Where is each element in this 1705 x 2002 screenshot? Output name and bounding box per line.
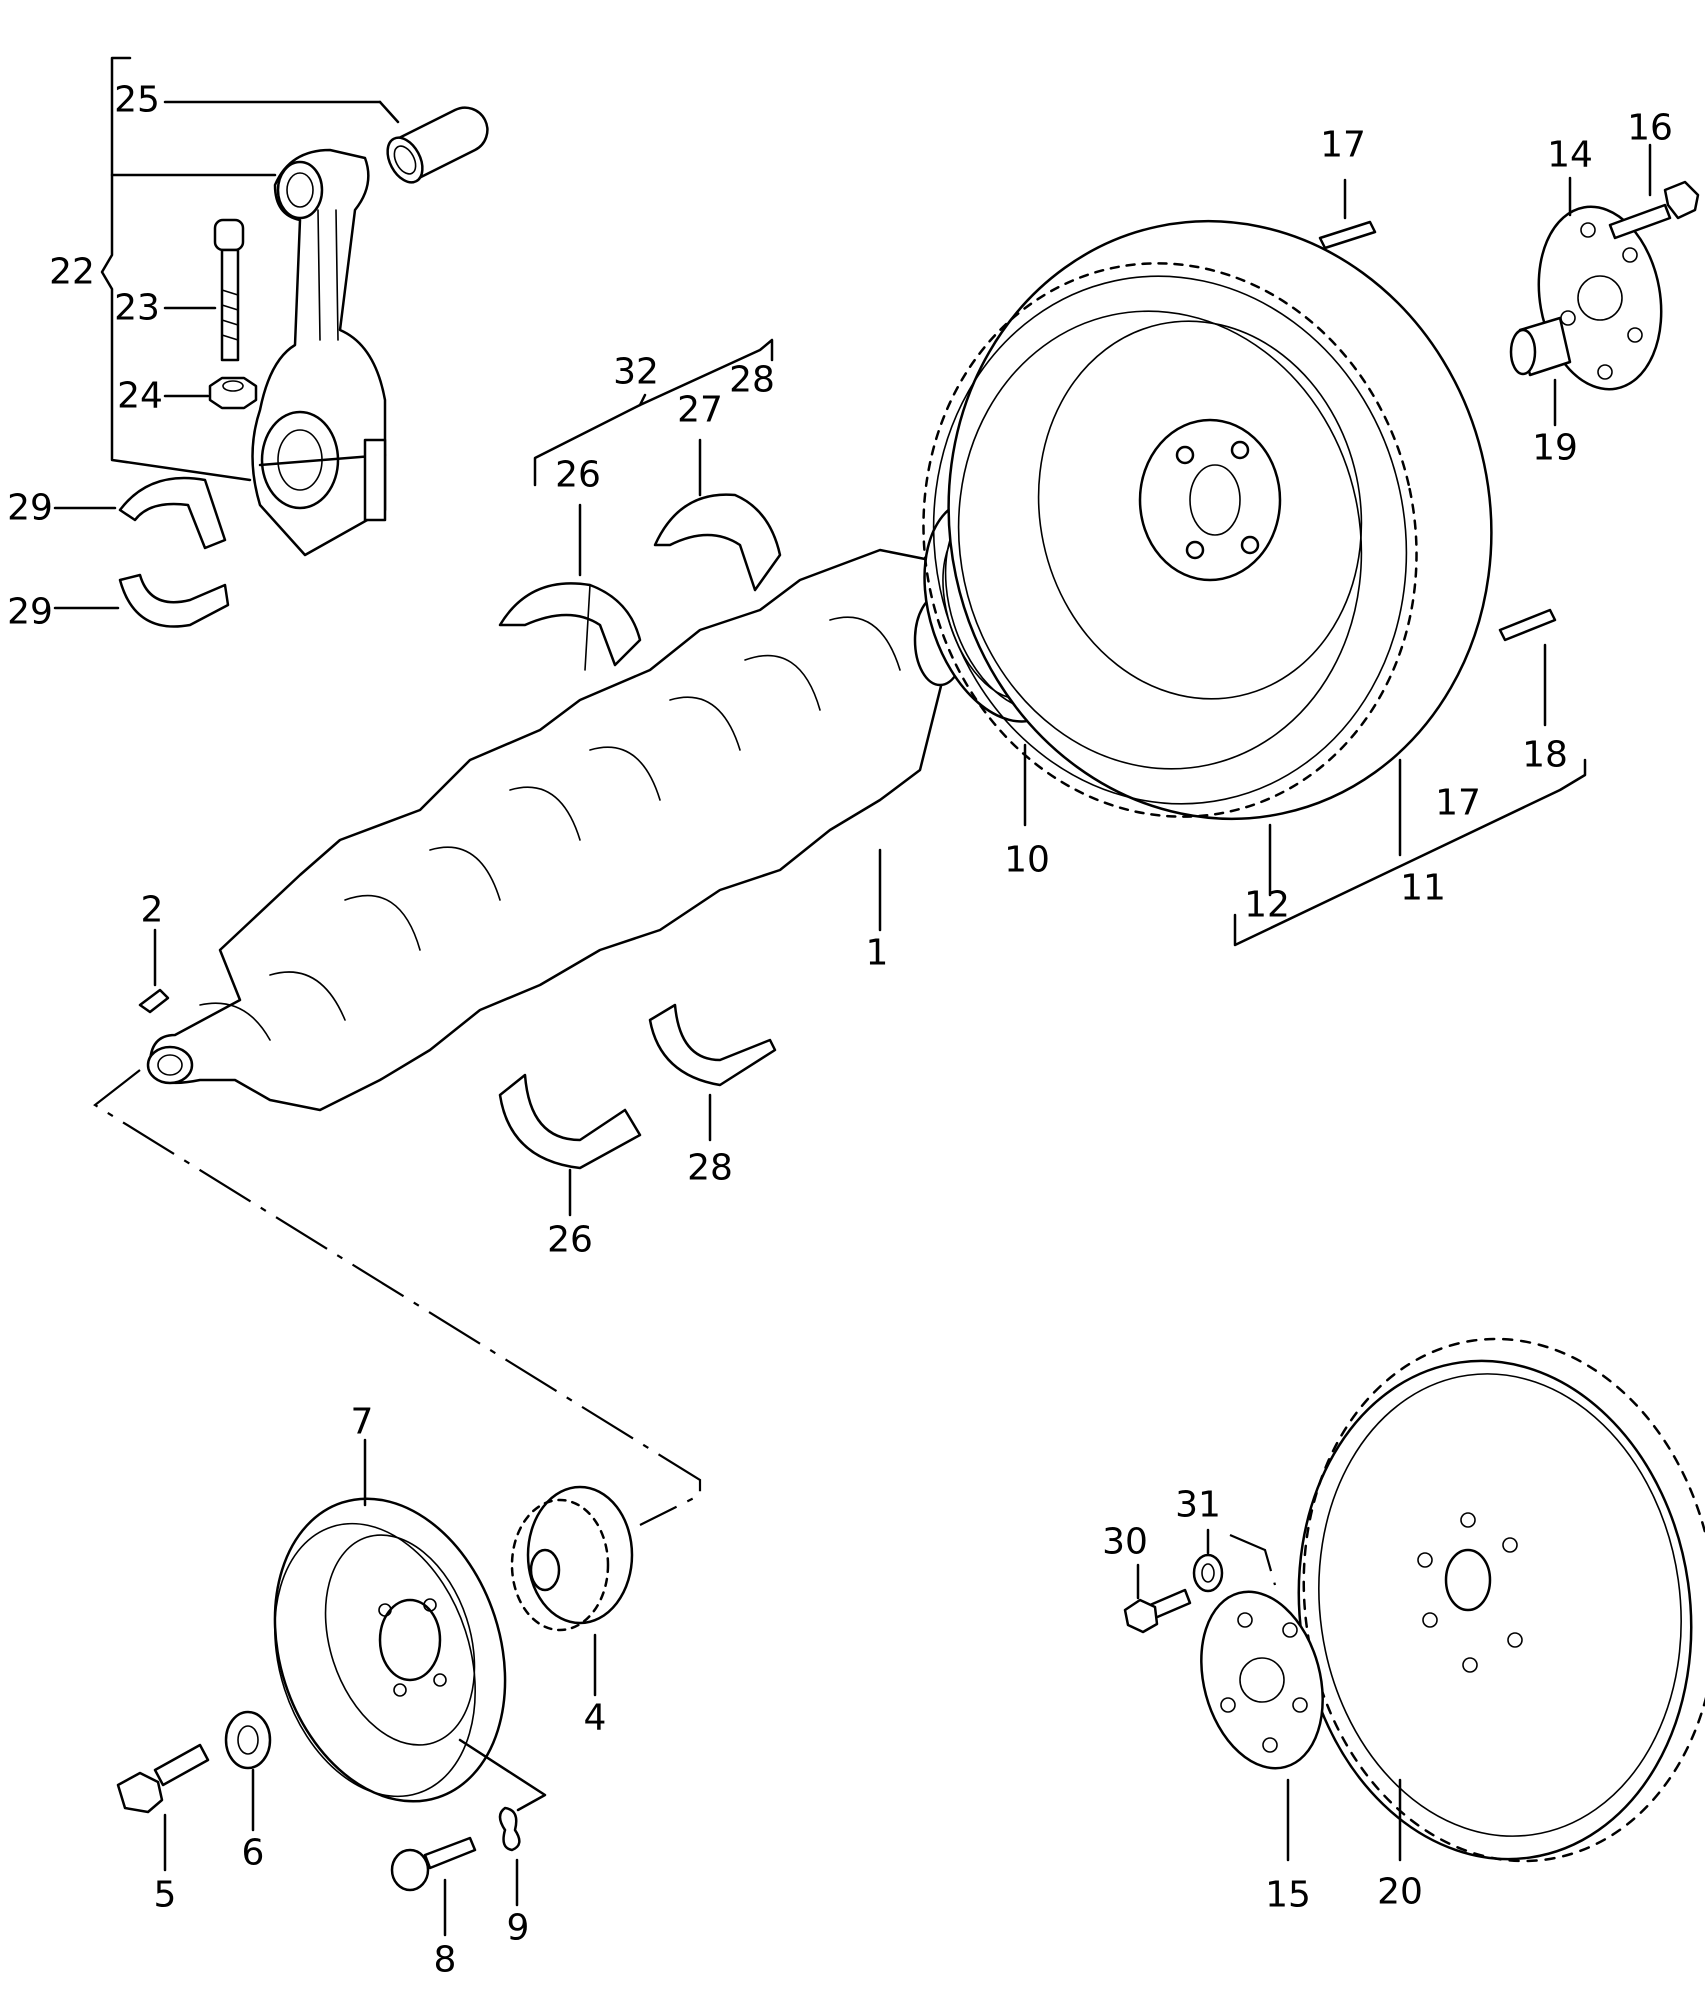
callout-31: 31: [1175, 1485, 1221, 1526]
bearing-shell-icon: [648, 1003, 777, 1087]
hex-bolt-icon: [1608, 180, 1700, 240]
callout-5: 5: [154, 1875, 177, 1916]
callout-8: 8: [434, 1940, 457, 1981]
callout-2: 2: [141, 890, 164, 931]
callout-17-upper: 17: [1320, 125, 1366, 166]
callout-28-lower: 28: [687, 1148, 733, 1189]
callout-27: 27: [677, 390, 723, 431]
drive-plate-icon: [1297, 1337, 1705, 1863]
connecting-rod-icon: [251, 148, 387, 557]
callout-26-lower: 26: [547, 1220, 593, 1261]
callout-22: 22: [49, 252, 95, 293]
bearing-shell-icon: [118, 476, 227, 550]
spring-washer-icon: [1192, 1553, 1224, 1593]
callout-10: 10: [1004, 840, 1050, 881]
callout-30: 30: [1102, 1522, 1148, 1563]
callout-7: 7: [351, 1402, 374, 1443]
crankshaft-icon: [146, 548, 967, 1112]
bearing-shell-icon: [498, 582, 642, 671]
callout-9: 9: [507, 1908, 530, 1949]
callout-14: 14: [1547, 135, 1593, 176]
callout-19: 19: [1532, 428, 1578, 469]
callout-labels: 25 22 23 24 29 29 32 28 27 26 17 14 16 1…: [7, 80, 1673, 1981]
dowel-pin-icon: [1498, 608, 1557, 642]
callout-6: 6: [242, 1833, 265, 1874]
needle-bearing-icon: [1509, 316, 1572, 377]
callout-24: 24: [117, 376, 163, 417]
toothed-belt-sprocket-icon: [510, 1485, 634, 1632]
hex-bolt-icon: [1123, 1588, 1192, 1634]
plate-icon: [1537, 205, 1663, 391]
callout-16: 16: [1627, 108, 1673, 149]
flywheel-icon: [932, 219, 1493, 821]
callout-26-upper: 26: [555, 455, 601, 496]
callout-4: 4: [584, 1698, 607, 1739]
callout-32: 32: [613, 352, 659, 393]
washer-icon: [224, 1710, 272, 1770]
dowel-pin-icon: [1318, 220, 1377, 250]
bushing-icon: [386, 106, 489, 184]
connecting-rod-group: [53, 56, 489, 628]
assembly-line: [93, 1069, 702, 1526]
callout-20: 20: [1377, 1872, 1423, 1913]
socket-head-bolt-icon: [390, 1836, 477, 1892]
callout-28-upper: 28: [729, 360, 775, 401]
bearing-shell-icon: [498, 1073, 642, 1170]
bearing-shell-icon: [118, 573, 230, 628]
callout-1: 1: [866, 933, 889, 974]
plate-icon: [1200, 1590, 1324, 1770]
callout-17-lower: 17: [1435, 783, 1481, 824]
callout-23: 23: [114, 288, 160, 329]
callout-12: 12: [1244, 885, 1290, 926]
ring-icon: [498, 1806, 521, 1852]
group-32-brace: [533, 338, 774, 487]
callout-29-upper: 29: [7, 488, 53, 529]
ring-gear-icon: [922, 262, 1418, 818]
callout-15: 15: [1265, 1875, 1311, 1916]
hex-bolt-icon: [116, 1743, 210, 1814]
callout-18: 18: [1522, 735, 1568, 776]
nut-icon: [208, 376, 258, 410]
main-bearing-group: [498, 338, 782, 1217]
callout-25: 25: [114, 80, 160, 121]
callout-29-lower: 29: [7, 592, 53, 633]
bearing-shell-icon: [653, 493, 782, 592]
woodruff-key-icon: [138, 988, 170, 1014]
group-22-brace: [100, 56, 252, 482]
group-17-brace: [1233, 758, 1587, 947]
rod-bolt-icon: [213, 218, 245, 362]
pulley-icon: [273, 1497, 507, 1803]
callout-11: 11: [1400, 868, 1446, 909]
